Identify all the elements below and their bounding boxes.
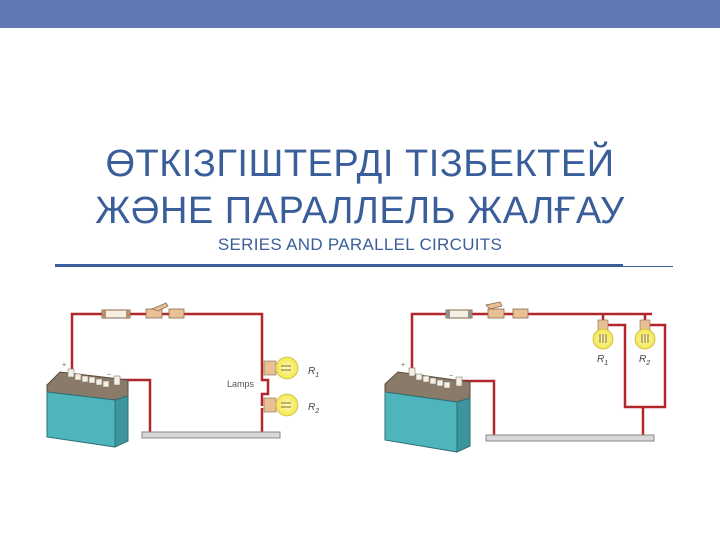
parallel-plus-label: + <box>401 362 405 369</box>
parallel-r2-label: R2 <box>639 354 650 367</box>
parallel-r1-label: R1 <box>597 354 608 367</box>
title-underline <box>55 264 623 267</box>
lamp-r2 <box>263 393 299 417</box>
parallel-lamp-r1 <box>592 319 614 350</box>
parallel-minus-label: − <box>449 373 453 380</box>
ground-bar <box>141 431 281 439</box>
series-circuit-diagram: + − Lamps R1 R2 <box>46 302 319 448</box>
slide-subtitle: SERIES AND PARALLEL CIRCUITS <box>217 235 503 254</box>
lamps-label: Lamps <box>227 379 255 389</box>
parallel-circuit-diagram: + − R1 R2 <box>384 301 667 453</box>
parallel-ground-bar <box>485 434 655 442</box>
title-underline-extension <box>623 266 673 267</box>
series-r1-label: R1 <box>308 366 319 379</box>
fuse <box>101 309 131 319</box>
series-minus-label: − <box>107 372 111 379</box>
parallel-battery <box>384 367 471 453</box>
battery <box>46 368 129 448</box>
parallel-lamp-r2 <box>634 319 656 350</box>
series-wires <box>70 312 270 434</box>
lamp-r1 <box>263 356 299 380</box>
slide-title-line-2: ЖӘНЕ ПАРАЛЛЕЛЬ ЖАЛҒАУ <box>95 190 625 232</box>
parallel-fuse <box>445 309 473 319</box>
series-plus-label: + <box>62 362 66 369</box>
top-accent-bar <box>0 0 720 28</box>
parallel-switch <box>485 301 529 319</box>
parallel-wires <box>410 312 667 436</box>
slide-title-line-1: ӨТКІЗГІШТЕРДІ ТІЗБЕКТЕЙ <box>105 143 615 185</box>
series-r2-label: R2 <box>308 402 319 415</box>
switch <box>145 302 185 319</box>
